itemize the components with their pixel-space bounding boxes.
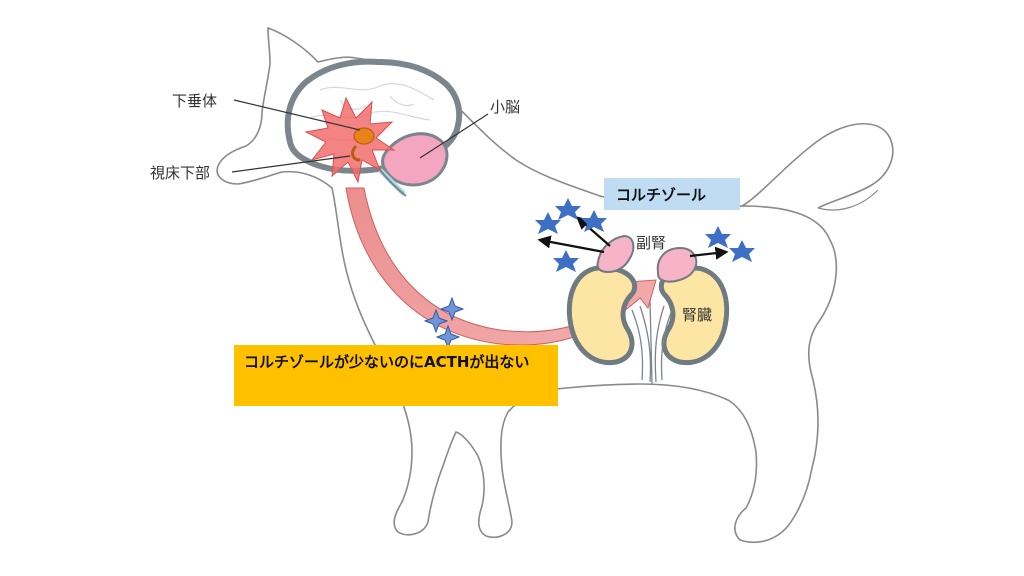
acth-star bbox=[439, 296, 465, 322]
callout-text: コルチゾールが少ないのにACTHが出ない bbox=[244, 353, 530, 371]
acth-star bbox=[423, 308, 449, 334]
dog-tail-inner bbox=[817, 189, 879, 211]
acth-stars bbox=[423, 296, 465, 350]
cortisol-box bbox=[604, 178, 740, 210]
cortisol-star bbox=[705, 226, 731, 248]
acth-arrow bbox=[345, 187, 657, 346]
dog-tail bbox=[741, 122, 894, 209]
cortisol-star bbox=[555, 198, 581, 220]
adrenal-left bbox=[596, 234, 635, 274]
hypothalamus-label: 視床下部 bbox=[150, 164, 210, 182]
adrenal-label: 副腎 bbox=[636, 234, 666, 252]
cerebellum-label: 小脳 bbox=[490, 98, 520, 116]
cortisol-star bbox=[535, 212, 561, 234]
pituitary-gland bbox=[353, 127, 375, 145]
cortisol-arrow bbox=[576, 216, 611, 247]
cerebellum bbox=[381, 132, 449, 187]
kidney-right bbox=[658, 265, 730, 366]
cortisol-arrow bbox=[537, 235, 605, 254]
cortisol-star bbox=[581, 210, 607, 232]
hypothalamus-mark bbox=[351, 144, 361, 162]
pituitary-burst bbox=[304, 96, 396, 184]
pituitary-leader bbox=[233, 99, 361, 131]
hypothalamus-leader bbox=[231, 155, 351, 173]
pituitary-label: 下垂体 bbox=[172, 92, 217, 110]
adrenal-right bbox=[656, 246, 698, 283]
kidney-label: 腎臓 bbox=[682, 306, 712, 324]
cortisol-stars bbox=[535, 198, 755, 272]
vessels bbox=[631, 299, 673, 385]
cortisol-arrows bbox=[537, 216, 729, 260]
cortisol-arrow bbox=[689, 246, 729, 260]
cortisol-box-text: コルチゾール bbox=[616, 186, 706, 204]
callout-box: コルチゾールが少ないのにACTHが出ない bbox=[234, 345, 558, 406]
cerebellum-leader bbox=[419, 113, 489, 159]
cortisol-star bbox=[729, 240, 755, 262]
cortisol-star bbox=[553, 250, 579, 272]
kidney-left bbox=[566, 265, 638, 366]
